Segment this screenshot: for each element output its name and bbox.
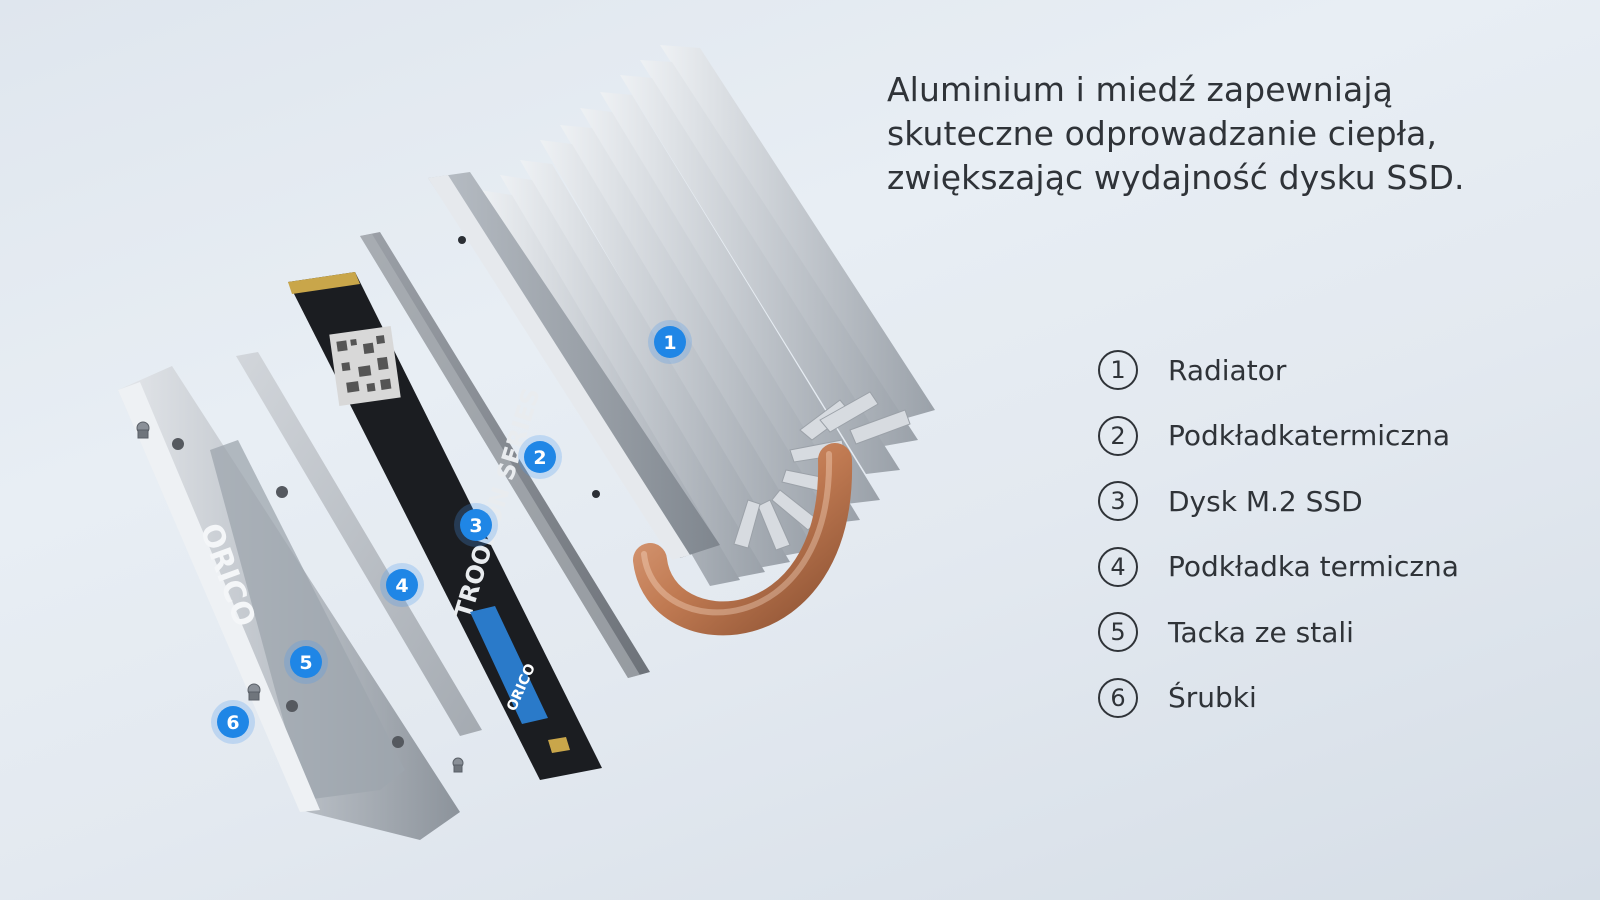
legend-label: Tacka ze stali xyxy=(1168,615,1354,649)
legend-label: Podkładka termiczna xyxy=(1168,550,1459,583)
legend-label: Śrubki xyxy=(1168,681,1257,714)
headline-text: Aluminium i miedź zapewniają skuteczne o… xyxy=(887,70,1465,197)
callout-5-label: 5 xyxy=(299,652,312,674)
legend-item-thermal-pad-top: 2 Podkładkatermiczna xyxy=(1098,414,1578,458)
legend-label: Dysk M.2 SSD xyxy=(1168,484,1363,518)
copper-heat-pipe xyxy=(633,443,853,636)
legend-label: Podkładkatermiczna xyxy=(1168,419,1451,452)
callout-4: 4 xyxy=(380,563,424,607)
callout-3: 3 xyxy=(454,503,498,547)
legend-number-badge: 6 xyxy=(1098,677,1138,718)
steel-tray: ORICO xyxy=(118,366,460,840)
callout-1: 1 xyxy=(648,320,692,364)
thermal-pad-top xyxy=(360,232,650,678)
legend-number-badge: 1 xyxy=(1098,350,1138,390)
legend-number-badge: 2 xyxy=(1098,415,1138,456)
component-legend: 1 Radiator 2 Podkładkatermiczna 3 Dysk M… xyxy=(1098,348,1578,741)
legend-item-steel-tray: 5 Tacka ze stali xyxy=(1098,610,1578,654)
callout-6-label: 6 xyxy=(226,712,239,734)
callout-2: 2 xyxy=(518,435,562,479)
callout-5: 5 xyxy=(284,640,328,684)
thermal-pad-bottom xyxy=(236,352,482,736)
callout-3-label: 3 xyxy=(469,515,482,537)
heatsink-radiator xyxy=(428,45,935,586)
legend-item-thermal-pad-bottom: 4 Podkładka termiczna xyxy=(1098,545,1578,589)
legend-item-screws: 6 Śrubki xyxy=(1098,676,1578,720)
callout-1-label: 1 xyxy=(663,332,676,354)
legend-number-badge: 5 xyxy=(1098,612,1138,652)
exploded-heatsink-illustration: TROODON SERIES ORICO ORICO xyxy=(118,45,935,840)
callout-2-label: 2 xyxy=(533,447,546,469)
screws xyxy=(136,421,464,773)
legend-number-badge: 3 xyxy=(1098,481,1138,521)
legend-number-badge: 4 xyxy=(1098,546,1138,587)
legend-label: Radiator xyxy=(1168,353,1287,387)
callout-6: 6 xyxy=(211,700,255,744)
legend-item-ssd: 3 Dysk M.2 SSD xyxy=(1098,479,1578,523)
callout-4-label: 4 xyxy=(395,575,408,597)
legend-item-radiator: 1 Radiator xyxy=(1098,348,1578,392)
